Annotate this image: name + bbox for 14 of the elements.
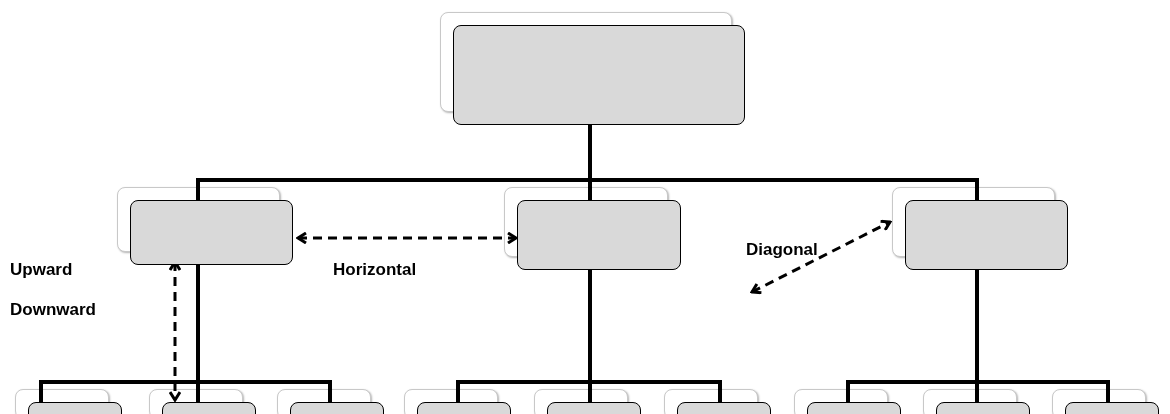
connector-line [588, 125, 979, 200]
direction-label: Upward [10, 260, 73, 280]
org-box [130, 200, 293, 265]
connector-line [196, 265, 332, 402]
direction-label: Horizontal [333, 260, 417, 280]
dashed-arrow [750, 219, 892, 295]
direction-label: Downward [10, 300, 96, 320]
org-box [517, 200, 681, 270]
connector-line [588, 270, 722, 402]
direction-label: Diagonal [746, 240, 818, 260]
dashed-arrow [296, 231, 518, 245]
org-box [453, 25, 745, 125]
connector-line [975, 270, 1110, 402]
org-box [905, 200, 1068, 270]
